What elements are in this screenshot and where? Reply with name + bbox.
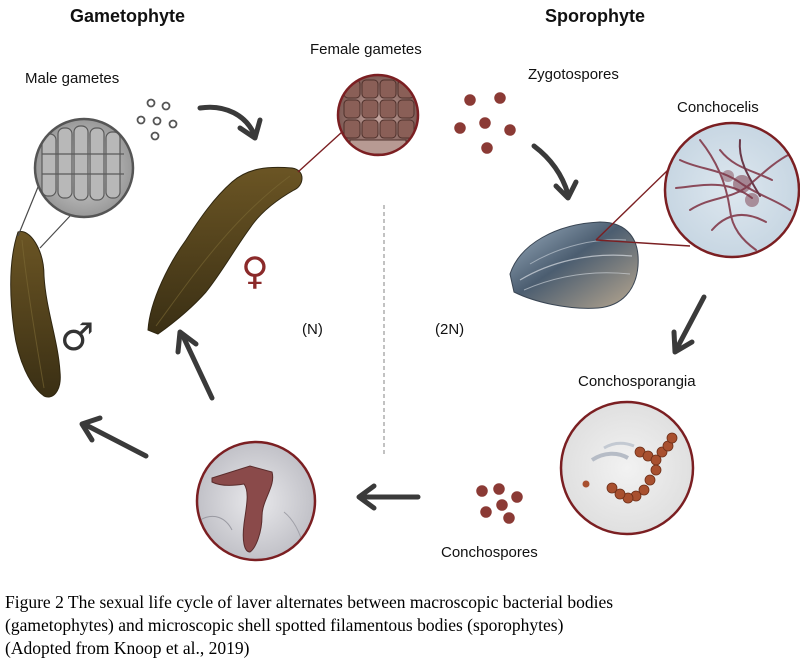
gametophyte-heading: Gametophyte — [70, 6, 185, 26]
conchosporangia-micrograph — [559, 400, 695, 536]
conchospores-label: Conchospores — [441, 544, 538, 561]
arrow-zygotospores-to-shell — [531, 143, 579, 201]
arrow-conchospores-to-germling — [356, 483, 421, 511]
cycle-arrows — [79, 104, 707, 511]
conchocelis-zoom-line-2 — [595, 239, 691, 247]
caption-line-1: Figure 2 The sexual life cycle of laver … — [5, 592, 614, 612]
female-zoom-line — [297, 131, 343, 173]
conchocelis-label: Conchocelis — [677, 99, 759, 116]
caption-line-3: (Adopted from Knoop et al., 2019) — [5, 638, 250, 658]
zygotospores-label: Zygotospores — [528, 66, 619, 83]
caption-line-2: (gametophytes) and microscopic shell spo… — [5, 615, 564, 635]
female-gametophyte-blade — [147, 166, 303, 335]
male-zoom-line-2 — [39, 215, 71, 249]
arrow-germling-to-female-blade — [175, 329, 215, 401]
conchosporangia-label: Conchosporangia — [578, 373, 696, 390]
male-symbol: ♂ — [60, 315, 94, 359]
male-gametes-micrograph — [33, 117, 135, 219]
conchocelis-zoom-line-1 — [595, 169, 669, 241]
male-gametes-dots — [136, 98, 178, 141]
female-symbol: ♀ — [241, 249, 269, 293]
arrow-shell-to-conchosporangia — [671, 294, 707, 355]
oyster-shell — [509, 221, 639, 309]
arrow-male-to-female-gametes — [197, 104, 263, 141]
female-gametes-label: Female gametes — [310, 41, 422, 58]
conchospores-dots — [474, 481, 525, 526]
life-cycle-diagram: Gametophyte Sporophyte Male gametes Fema… — [10, 6, 800, 562]
diploid-label: (2N) — [435, 321, 464, 338]
male-zoom-line-1 — [17, 186, 39, 237]
female-gametes-micrograph — [336, 73, 420, 157]
figure-caption: Figure 2 The sexual life cycle of laver … — [5, 591, 797, 660]
conchospore-germling-micrograph — [195, 440, 317, 562]
zygotospores-dots — [452, 90, 518, 156]
male-gametes-label: Male gametes — [25, 70, 119, 87]
arrow-germling-to-male-blade — [79, 415, 149, 459]
sporophyte-heading: Sporophyte — [545, 6, 645, 26]
male-gametophyte-blade — [10, 231, 61, 398]
haploid-label: (N) — [302, 321, 323, 338]
conchocelis-micrograph — [663, 121, 800, 259]
